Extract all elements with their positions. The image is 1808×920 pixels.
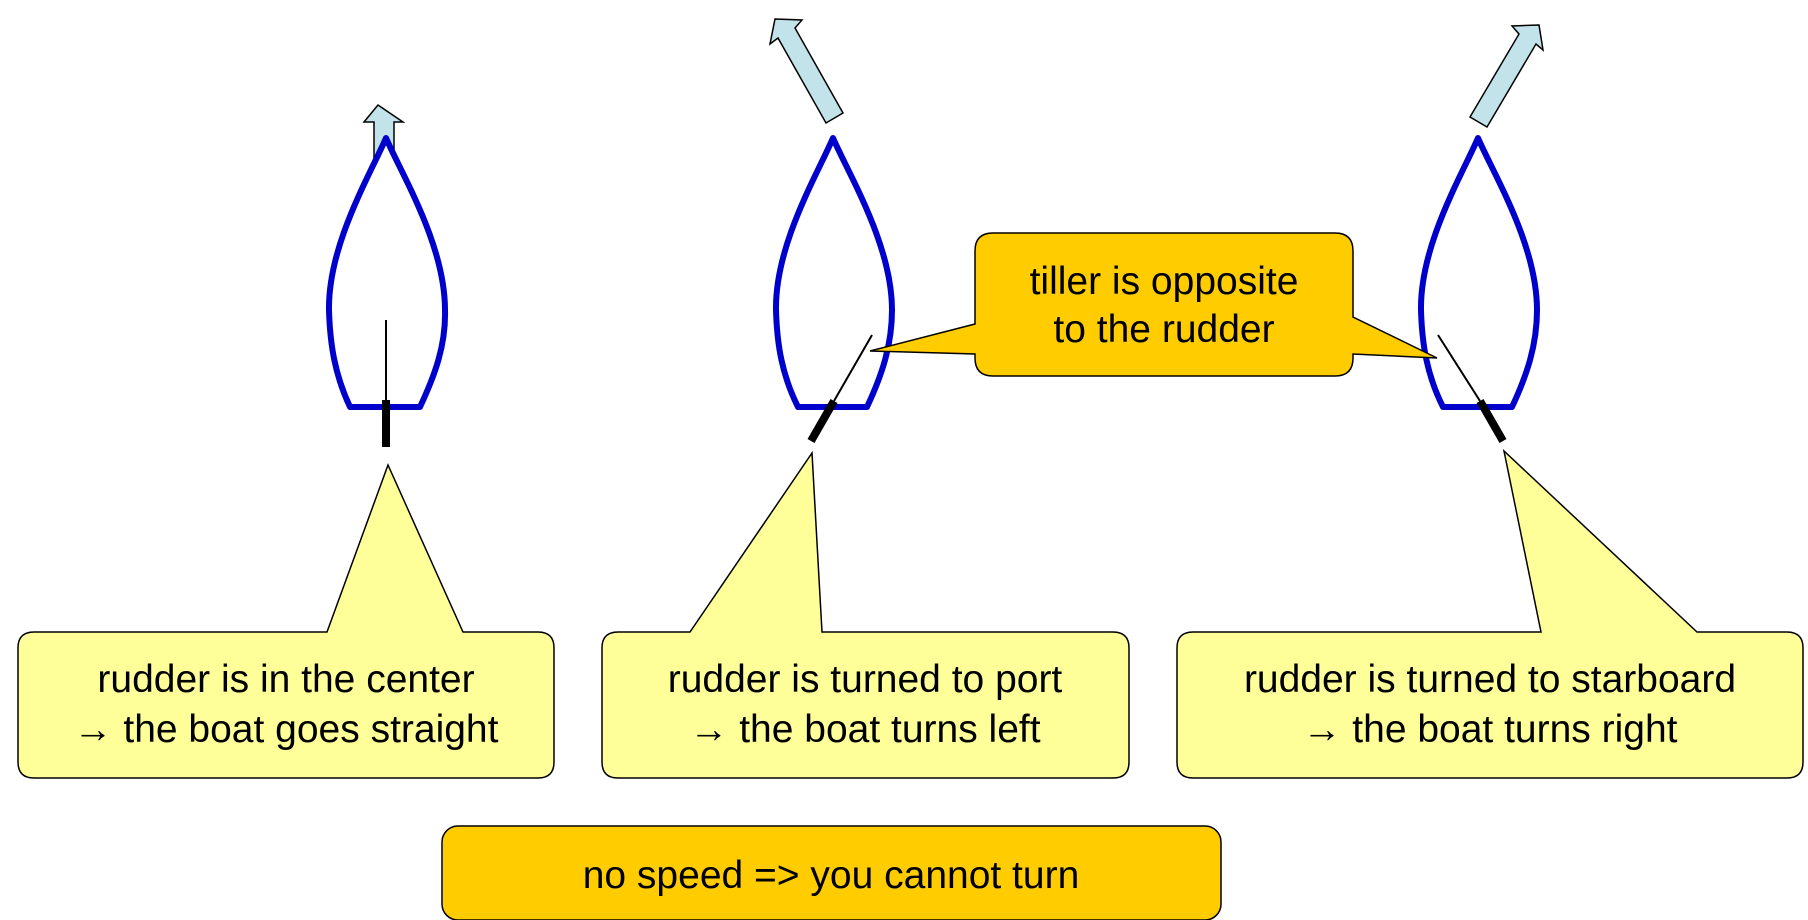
callout-line-1: rudder is in the center <box>97 658 474 701</box>
callout-line-2: → the boat turns left <box>689 708 1040 751</box>
hull-icon <box>1417 135 1540 410</box>
callout-port: rudder is turned to port → the boat turn… <box>601 450 1130 779</box>
callout-line-1: rudder is turned to port <box>668 658 1063 701</box>
callout-line-2: → the boat turns right <box>1302 708 1677 751</box>
callout-bubble <box>17 463 555 779</box>
callout-bubble <box>869 232 1438 377</box>
tiller-note-line-1: tiller is opposite <box>1030 260 1299 303</box>
tiller-note-line-2: to the rudder <box>1053 308 1274 351</box>
callout-bubble <box>601 450 1130 779</box>
hull-icon <box>325 135 449 410</box>
no-speed-note: no speed => you cannot turn <box>441 825 1222 920</box>
note-box <box>441 825 1222 920</box>
direction-arrow-up-right-icon <box>1468 24 1545 129</box>
callout-center: rudder is in the center → the boat goes … <box>17 463 555 779</box>
no-speed-text: no speed => you cannot turn <box>583 854 1080 897</box>
tiller-icon <box>833 334 873 402</box>
callout-line-2: → the boat goes straight <box>74 708 499 751</box>
rudder-icon <box>1476 399 1507 443</box>
callout-line-1: rudder is turned to starboard <box>1244 658 1736 701</box>
hull-icon <box>772 135 895 410</box>
rudder-icon <box>807 399 838 443</box>
boat-center <box>325 103 449 447</box>
callout-bubble <box>1176 448 1804 779</box>
callout-starboard: rudder is turned to starboard → the boat… <box>1176 448 1804 779</box>
boat-port <box>768 18 895 443</box>
boat-starboard <box>1417 24 1545 443</box>
tiller-icon <box>1437 334 1481 402</box>
direction-arrow-up-left-icon <box>768 18 845 125</box>
tiller-callout: tiller is opposite to the rudder <box>869 232 1438 377</box>
